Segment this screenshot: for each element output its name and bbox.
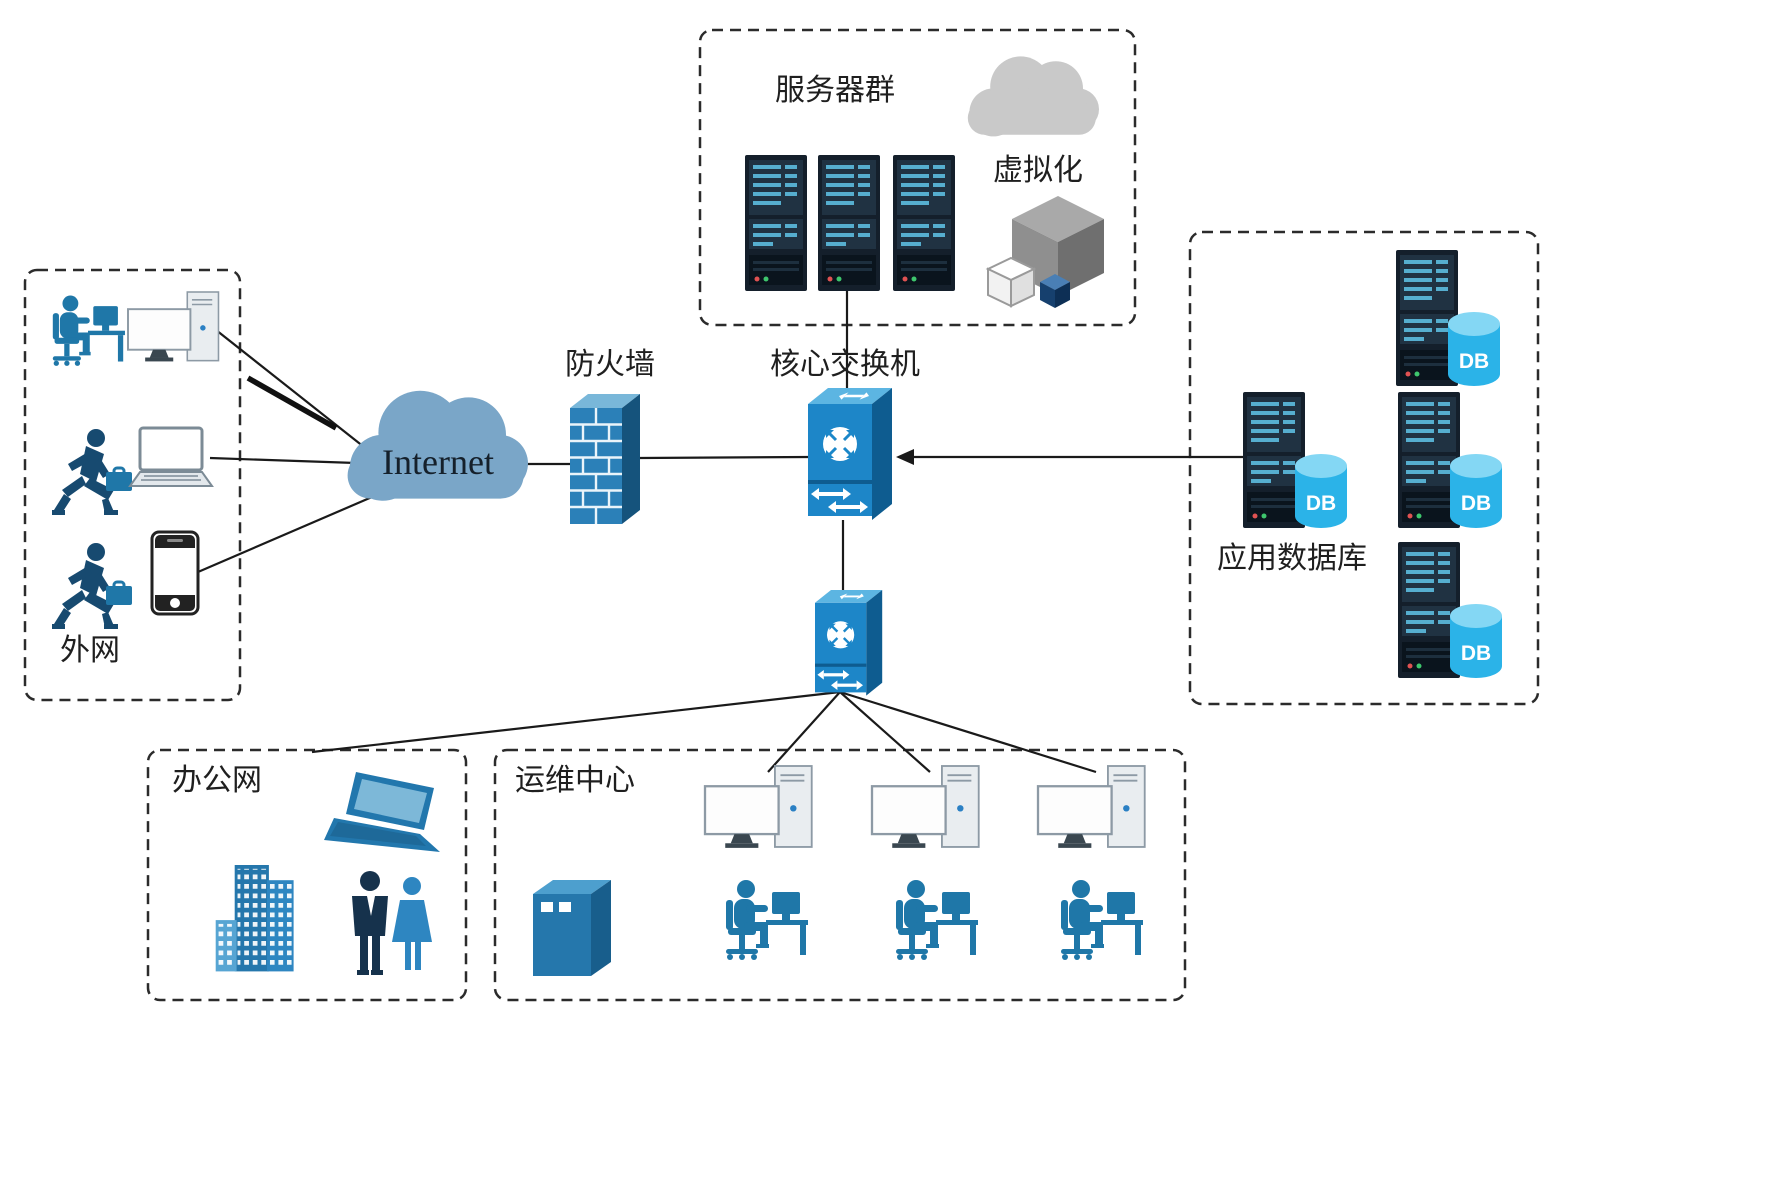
line-switch2-ws2 <box>839 691 931 773</box>
standing-people-icon <box>352 871 432 975</box>
distribution-switch-icon <box>815 590 882 696</box>
ops-workstation-icon <box>870 764 980 850</box>
internet-label: Internet <box>382 442 494 482</box>
core-switch-label: 核心交换机 <box>770 348 920 381</box>
person-at-desk-icon <box>1061 880 1143 960</box>
server-cluster-label: 服务器群 <box>775 74 895 107</box>
desktop-computer-icon <box>127 291 220 363</box>
database-group-box <box>1188 230 1540 706</box>
line-switch2-ws1 <box>767 691 841 773</box>
line-desktop-internet-bold <box>246 375 338 431</box>
core-switch-icon <box>808 388 892 520</box>
office-laptop-icon <box>324 772 440 852</box>
firewall-icon <box>568 392 642 526</box>
ops-center-label: 运维中心 <box>515 764 635 797</box>
running-person-icon <box>50 541 134 631</box>
ops-center-box <box>493 748 1187 1002</box>
db-cylinder-label: DB <box>1461 642 1491 665</box>
line-switch2-ws3 <box>839 690 1097 774</box>
db-cylinder-label: DB <box>1461 492 1491 515</box>
virtualization-cube-icon <box>987 195 1105 309</box>
server-cabinet-icon <box>533 880 611 976</box>
db-cylinder-label: DB <box>1459 350 1489 373</box>
office-network-box <box>146 748 468 1002</box>
office-network-label: 办公网 <box>172 764 262 797</box>
person-at-desk-icon <box>52 295 125 366</box>
line-desktop-internet <box>215 329 365 448</box>
building-icon <box>215 865 294 972</box>
person-at-desk-icon <box>726 880 808 960</box>
laptop-icon <box>128 426 214 488</box>
external-network-label: 外网 <box>60 634 120 667</box>
db-cylinder-label: DB <box>1306 492 1336 515</box>
external-network-box <box>23 268 242 702</box>
line-switch2-office <box>311 690 841 754</box>
arrowhead-db-switch <box>896 449 914 465</box>
running-person-icon <box>50 427 134 517</box>
ops-workstation-icon <box>1036 764 1146 850</box>
line-laptop-internet <box>209 456 357 465</box>
virtualization-cloud-icon <box>967 56 1099 137</box>
virtualization-label: 虚拟化 <box>993 154 1083 187</box>
rack-server-icon <box>745 155 807 291</box>
line-firewall-switch <box>639 455 811 460</box>
rack-server-icon <box>818 155 880 291</box>
smartphone-icon <box>150 530 200 616</box>
person-at-desk-icon <box>896 880 978 960</box>
line-phone-internet <box>197 495 373 574</box>
app-database-label: 应用数据库 <box>1217 542 1367 575</box>
rack-server-icon <box>893 155 955 291</box>
firewall-label: 防火墙 <box>565 348 655 381</box>
server-cluster-box <box>698 28 1137 327</box>
ops-workstation-icon <box>703 764 813 850</box>
